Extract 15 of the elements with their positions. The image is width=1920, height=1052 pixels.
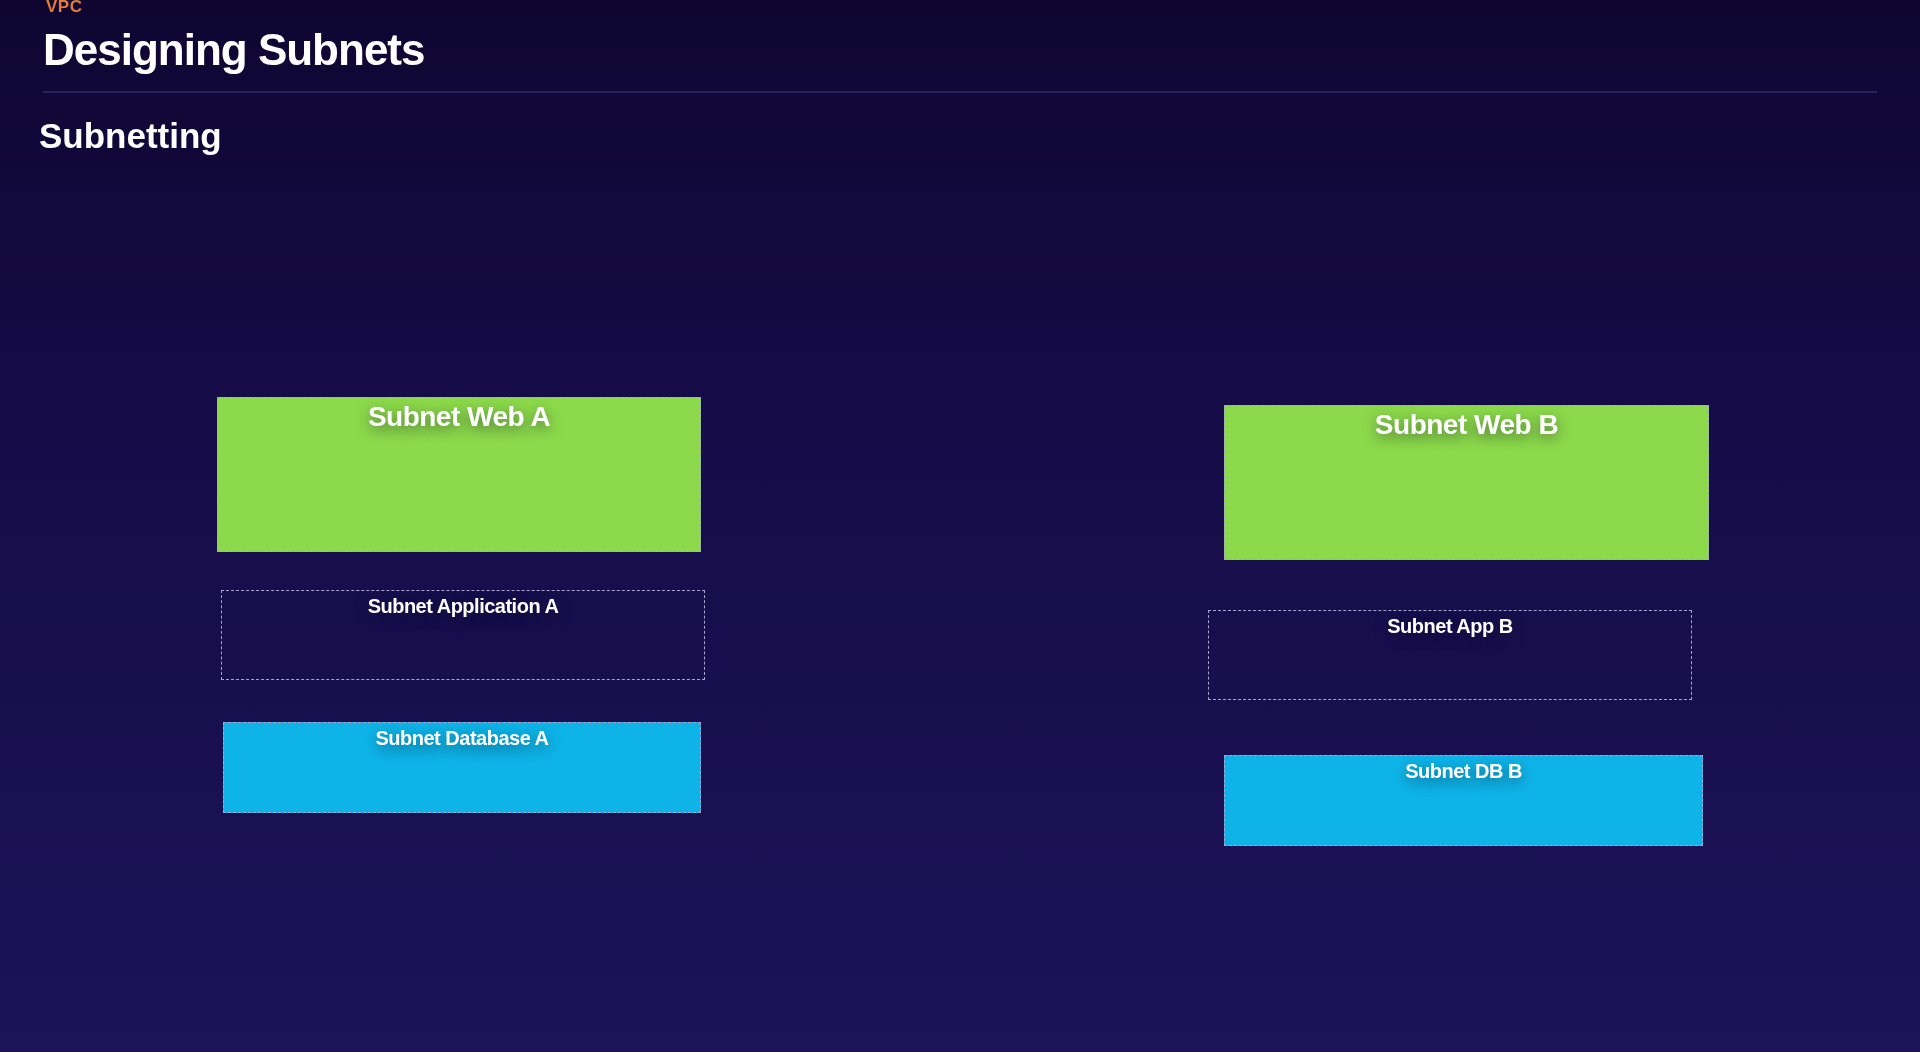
section-heading: Subnetting xyxy=(39,115,222,157)
subnet-label: Subnet Database A xyxy=(375,726,549,751)
subnet-label: Subnet Application A xyxy=(367,594,559,619)
subnet-box xyxy=(221,590,705,680)
slide-title: Designing Subnets xyxy=(43,24,425,76)
subnet-box xyxy=(1224,405,1709,560)
subnet-box xyxy=(1224,755,1703,846)
subnet-box xyxy=(1208,610,1692,700)
category-label: VPC xyxy=(46,0,83,17)
subnet-label: Subnet DB B xyxy=(1405,759,1522,784)
subnet-label: Subnet Web B xyxy=(1374,408,1559,442)
subnet-box xyxy=(217,397,701,552)
subnet-box xyxy=(223,722,701,813)
subnet-label: Subnet Web A xyxy=(367,400,551,434)
subnet-label: Subnet App B xyxy=(1387,614,1513,639)
